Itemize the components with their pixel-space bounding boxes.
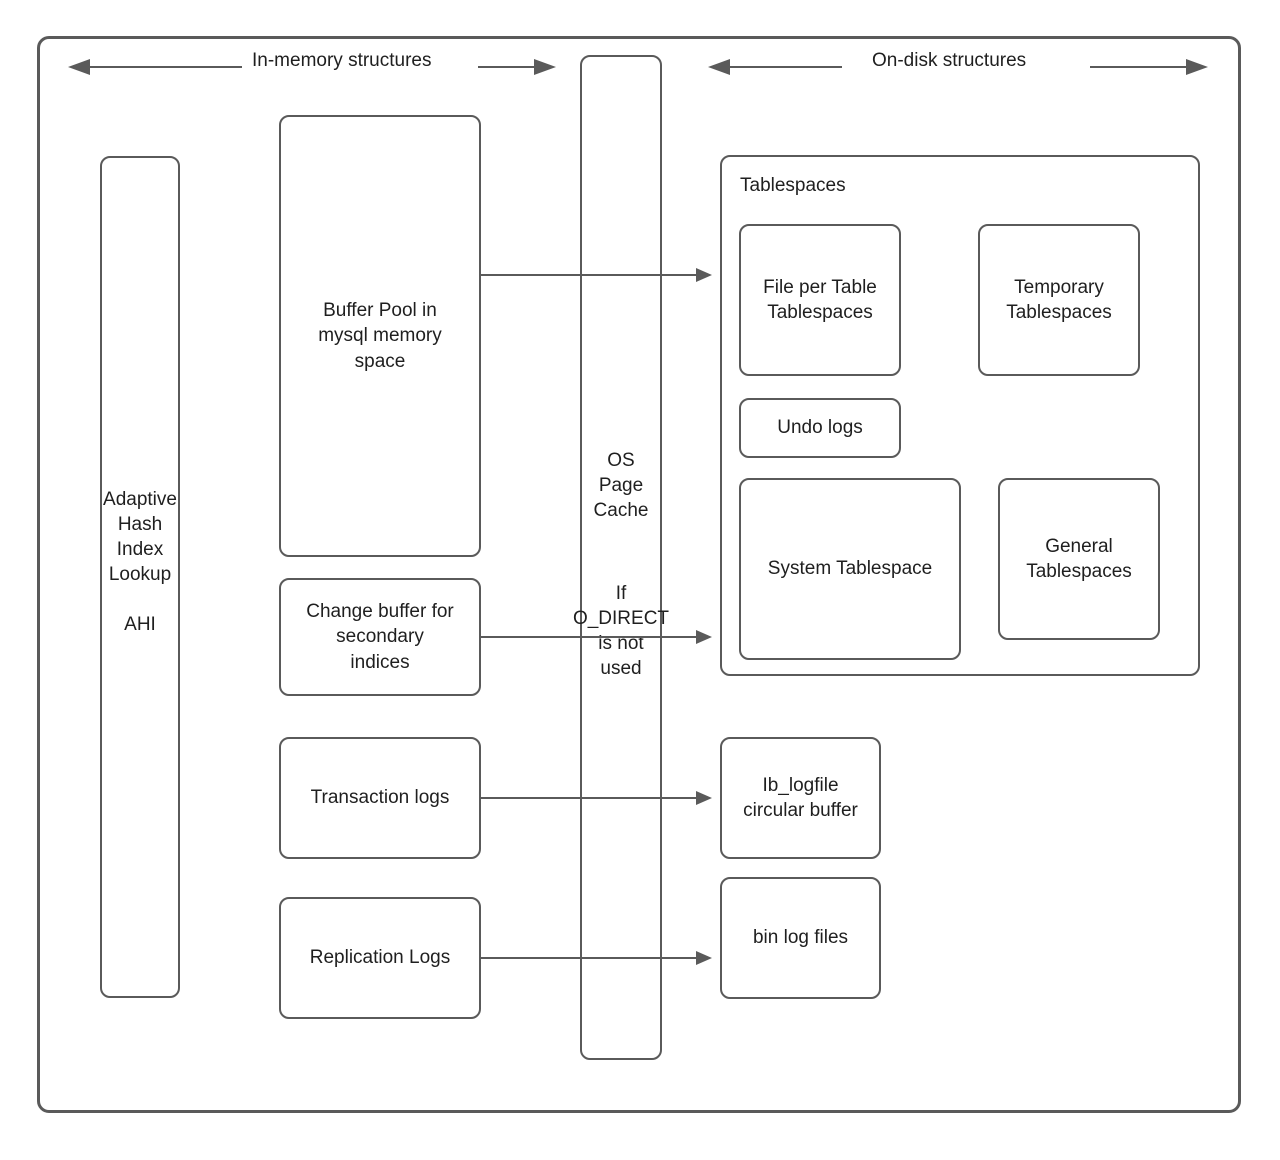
box-file-per-table-tablespaces[interactable]: File per Table Tablespaces	[739, 224, 901, 376]
diagram-outer-frame	[37, 36, 1241, 1113]
box-transaction-logs[interactable]: Transaction logs	[279, 737, 481, 859]
box-change-buffer[interactable]: Change buffer for secondary indices	[279, 578, 481, 696]
box-replication-logs[interactable]: Replication Logs	[279, 897, 481, 1019]
group-tablespaces	[720, 155, 1200, 676]
box-os-page-cache[interactable]	[580, 55, 662, 1060]
box-buffer-pool[interactable]: Buffer Pool in mysql memory space	[279, 115, 481, 557]
box-general-tablespaces[interactable]: General Tablespaces	[998, 478, 1160, 640]
axis-label-in-memory: In-memory structures	[252, 50, 432, 71]
box-temporary-tablespaces[interactable]: Temporary Tablespaces	[978, 224, 1140, 376]
box-ib-logfile-circular-buffer[interactable]: Ib_logfile circular buffer	[720, 737, 881, 859]
box-adaptive-hash-index[interactable]	[100, 156, 180, 998]
box-system-tablespace[interactable]: System Tablespace	[739, 478, 961, 660]
box-bin-log-files[interactable]: bin log files	[720, 877, 881, 999]
axis-label-on-disk: On-disk structures	[872, 50, 1027, 71]
box-undo-logs[interactable]: Undo logs	[739, 398, 901, 458]
group-tablespaces-title: Tablespaces	[740, 175, 846, 196]
